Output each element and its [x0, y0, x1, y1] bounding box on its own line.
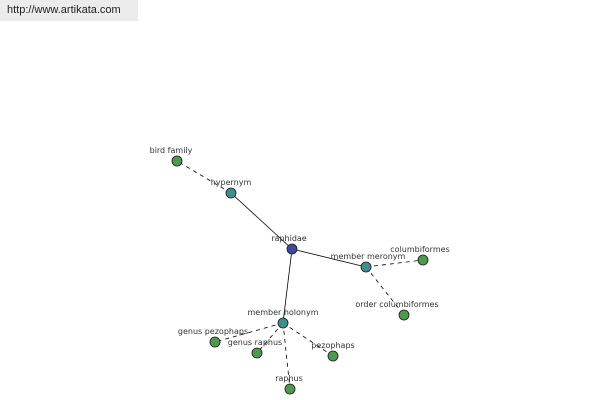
node-order-columbiformes[interactable]	[398, 309, 410, 321]
node-columbiformes[interactable]	[417, 254, 429, 266]
node-label-genus-raphus[interactable]: genus raphus	[228, 338, 282, 347]
node-label-member-holonym[interactable]: member holonym	[247, 308, 318, 317]
node-label-hypernym[interactable]: hypernym	[211, 178, 252, 187]
edges-layer	[176, 160, 424, 390]
edge-member-meronym-to-order-columbiformes	[365, 266, 405, 316]
edge-raphidae-to-hypernym	[230, 192, 293, 250]
node-label-columbiformes[interactable]: columbiformes	[390, 245, 449, 254]
node-genus-raphus[interactable]	[251, 347, 263, 359]
node-pezophaps[interactable]	[327, 350, 339, 362]
edge-raphidae-to-member-meronym	[291, 248, 367, 268]
node-label-raphidae[interactable]: raphidae	[271, 234, 307, 243]
source-url-bar: http://www.artikata.com	[0, 0, 138, 21]
node-member-holonym[interactable]	[277, 317, 289, 329]
edge-member-holonym-to-genus-pezophaps	[214, 322, 284, 343]
node-hypernym[interactable]	[225, 187, 237, 199]
edge-member-meronym-to-columbiformes	[365, 259, 424, 268]
node-genus-pezophaps[interactable]	[209, 336, 221, 348]
node-bird-family[interactable]	[171, 155, 183, 167]
edge-hypernym-to-bird-family	[176, 160, 232, 194]
source-url[interactable]: http://www.artikata.com	[7, 4, 121, 16]
labels-layer: raphidae hypernym member meronym member hol…	[150, 146, 450, 383]
node-label-pezophaps[interactable]: pezophaps	[311, 341, 354, 350]
node-member-meronym[interactable]	[360, 261, 372, 273]
edge-raphidae-to-member-holonym	[282, 248, 293, 324]
node-label-bird-family[interactable]: bird family	[150, 146, 193, 155]
node-label-genus-pezophaps[interactable]: genus pezophaps	[178, 327, 248, 336]
node-raphus[interactable]	[284, 383, 296, 395]
node-label-order-columbiformes[interactable]: order columbiformes	[355, 300, 438, 309]
nodes-layer	[171, 155, 429, 395]
edge-member-holonym-to-raphus	[282, 322, 291, 390]
node-label-raphus[interactable]: raphus	[275, 374, 303, 383]
node-label-member-meronym[interactable]: member meronym	[331, 252, 406, 261]
edge-member-holonym-to-genus-raphus	[256, 322, 284, 354]
node-raphidae[interactable]	[286, 243, 298, 255]
edge-member-holonym-to-pezophaps	[282, 322, 334, 357]
